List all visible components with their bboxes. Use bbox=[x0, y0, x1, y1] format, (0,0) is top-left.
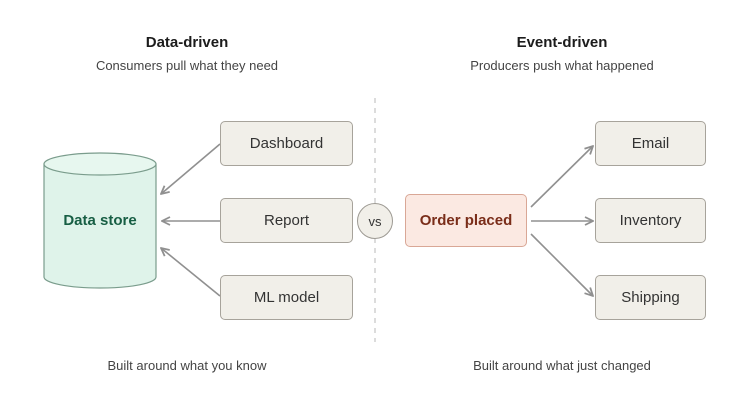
left-subtitle: Consumers pull what they need bbox=[95, 58, 279, 73]
vs-badge: vs bbox=[357, 203, 393, 239]
right-subtitle: Producers push what happened bbox=[470, 58, 654, 73]
right-title: Event-driven bbox=[516, 34, 608, 51]
left-footer: Built around what you know bbox=[107, 358, 267, 373]
dashboard-box: Dashboard bbox=[220, 121, 353, 166]
arrow-event-to-shipping bbox=[530, 233, 593, 296]
arrow-event-to-email bbox=[530, 146, 593, 208]
right-footer: Built around what just changed bbox=[473, 358, 651, 373]
ml-model-box: ML model bbox=[220, 275, 353, 320]
report-box: Report bbox=[220, 198, 353, 243]
left-title: Data-driven bbox=[145, 34, 229, 51]
arrow-dashboard-to-store bbox=[161, 143, 221, 194]
inventory-box: Inventory bbox=[595, 198, 706, 243]
email-box: Email bbox=[595, 121, 706, 166]
data-store-label: Data store bbox=[63, 212, 137, 229]
data-store-cylinder-icon bbox=[43, 152, 157, 289]
shipping-box: Shipping bbox=[595, 275, 706, 320]
order-placed-box: Order placed bbox=[405, 194, 527, 247]
arrow-mlmodel-to-store bbox=[161, 248, 221, 297]
